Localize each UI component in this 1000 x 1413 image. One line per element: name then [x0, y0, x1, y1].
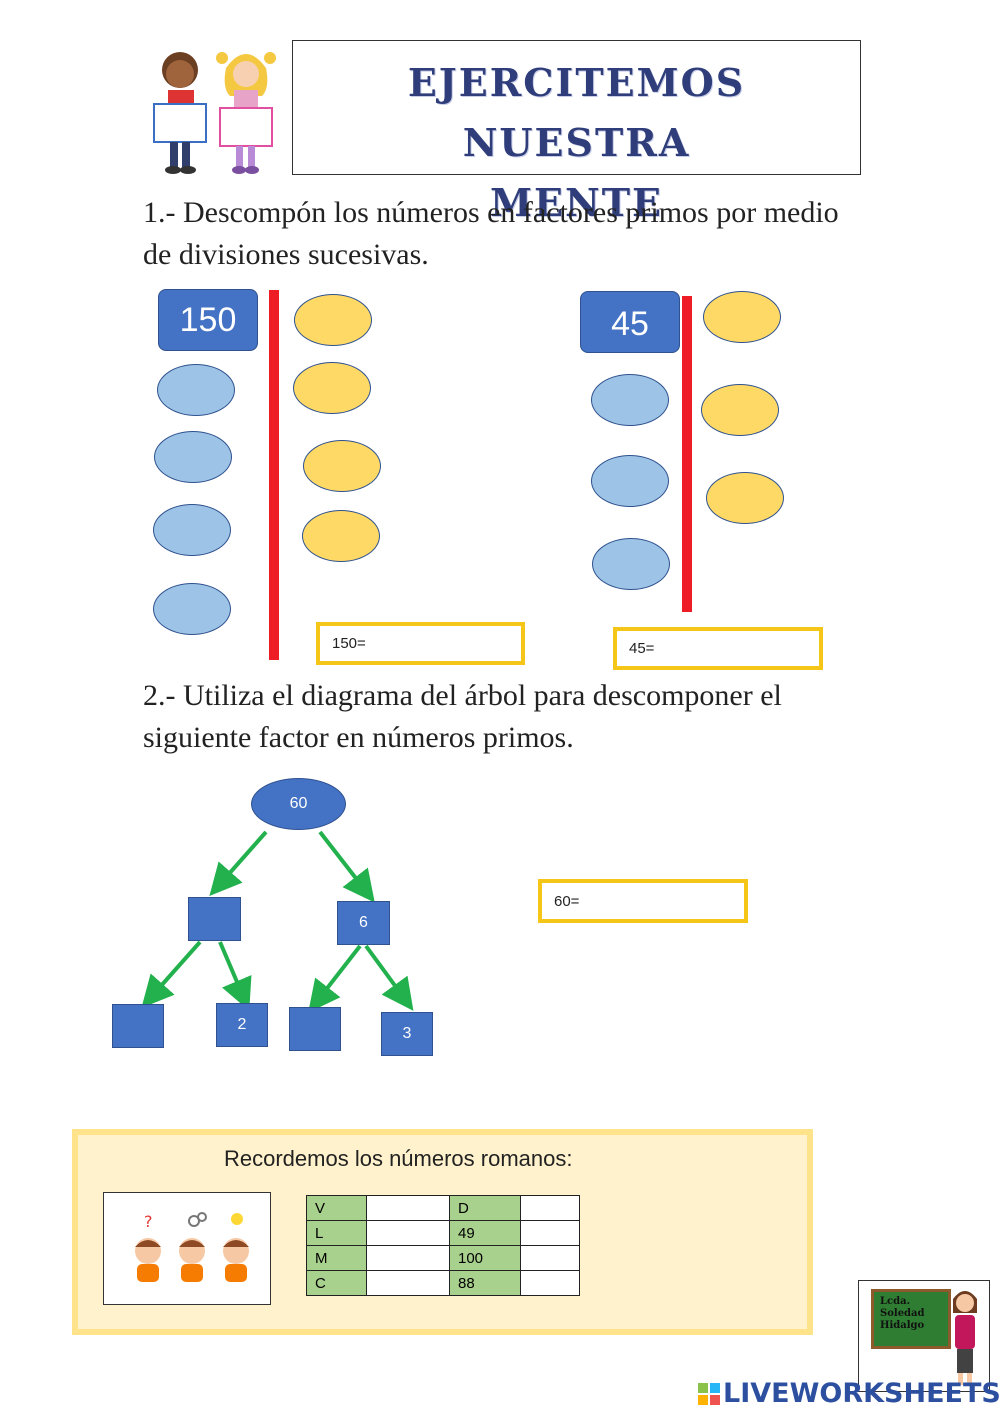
- tree-leaf-2: 2: [216, 1003, 268, 1047]
- answer-field-60[interactable]: 60=: [538, 879, 748, 923]
- chalkboard: Lcda. Soledad Hidalgo: [871, 1289, 951, 1349]
- table-row: M 100: [306, 1245, 580, 1271]
- answer-field-150[interactable]: 150=: [316, 622, 525, 665]
- table-cell: 88: [449, 1270, 521, 1296]
- tree-leaf-4: 3: [381, 1012, 433, 1056]
- badge-line-2: Soledad: [880, 1308, 925, 1319]
- answer-cell[interactable]: [366, 1270, 450, 1296]
- answer-cell[interactable]: [366, 1245, 450, 1271]
- table-cell: 49: [449, 1220, 521, 1246]
- tree-root-60: 60: [251, 778, 346, 830]
- liveworksheets-logo: LIVEWORKSHEETS: [698, 1378, 1000, 1409]
- table-cell: L: [306, 1220, 367, 1246]
- question-1-text: 1.- Descompón los números en factores pr…: [143, 192, 943, 276]
- answer-cell[interactable]: [366, 1220, 450, 1246]
- svg-text:?: ?: [144, 1212, 153, 1231]
- answer-label-45: 45=: [629, 640, 655, 657]
- question-1-line-1: 1.- Descompón los números en factores pr…: [143, 196, 839, 229]
- factor-tree-arrows: [141, 830, 414, 1013]
- teacher-figure-icon: [953, 1291, 977, 1385]
- number-150-box: 150: [158, 289, 258, 351]
- table-cell: D: [449, 1195, 521, 1221]
- divisor-oval-right-2[interactable]: [701, 384, 779, 436]
- answer-label-60: 60=: [554, 892, 580, 910]
- table-cell: V: [306, 1195, 367, 1221]
- page-title: EJERCITEMOS NUESTRA MENTE: [293, 53, 860, 233]
- badge-line-1: Lcda.: [880, 1296, 911, 1307]
- question-2-line-1: 2.- Utiliza el diagrama del árbol para d…: [143, 679, 782, 712]
- table-row: V D: [306, 1195, 580, 1221]
- answer-cell[interactable]: [520, 1270, 580, 1296]
- tree-node-right-6: 6: [337, 901, 390, 945]
- table-row: L 49: [306, 1220, 580, 1246]
- answer-cell[interactable]: [520, 1245, 580, 1271]
- answer-cell[interactable]: [520, 1195, 580, 1221]
- division-bar-left: [269, 290, 279, 660]
- tree-leaf-3[interactable]: [289, 1007, 341, 1051]
- teacher-badge: Lcda. Soledad Hidalgo: [858, 1280, 990, 1392]
- divisor-oval-left-1[interactable]: [294, 294, 372, 346]
- divisor-oval-right-3[interactable]: [706, 472, 784, 524]
- quotient-oval-left-4[interactable]: [153, 583, 231, 635]
- tree-node-left[interactable]: [188, 897, 241, 941]
- question-1-line-2: de divisiones sucesivas.: [143, 238, 429, 271]
- answer-field-45[interactable]: 45=: [613, 627, 823, 670]
- divisor-oval-left-4[interactable]: [302, 510, 380, 562]
- table-cell: 100: [449, 1245, 521, 1271]
- title-line-1: EJERCITEMOS NUESTRA: [407, 60, 746, 165]
- question-2-text: 2.- Utiliza el diagrama del árbol para d…: [143, 675, 943, 759]
- tree-leaf-1[interactable]: [112, 1004, 164, 1048]
- title-box: EJERCITEMOS NUESTRA MENTE: [292, 40, 861, 225]
- badge-line-3: Hidalgo: [880, 1320, 925, 1331]
- quotient-oval-left-1[interactable]: [157, 364, 235, 416]
- quotient-oval-right-1[interactable]: [591, 374, 669, 426]
- division-bar-right: [682, 296, 692, 612]
- number-45-box: 45: [580, 291, 680, 353]
- roman-table: V D L 49 M 100 C 88: [306, 1195, 580, 1296]
- quotient-oval-left-2[interactable]: [154, 431, 232, 483]
- tree-root-label: 60: [289, 795, 308, 812]
- title-line-2: MENTE: [489, 180, 663, 225]
- answer-cell[interactable]: [366, 1195, 450, 1221]
- question-2-line-2: siguiente factor en números primos.: [143, 721, 574, 754]
- tree-leaf-2-label: 2: [237, 1016, 247, 1033]
- table-cell: M: [306, 1245, 367, 1271]
- thinking-kids-image: ?: [103, 1192, 271, 1305]
- divisor-oval-left-3[interactable]: [303, 440, 381, 492]
- table-cell: C: [306, 1270, 367, 1296]
- divisor-oval-left-2[interactable]: [293, 362, 371, 414]
- answer-cell[interactable]: [520, 1220, 580, 1246]
- kids-illustration: [148, 42, 283, 177]
- liveworksheets-icon: [698, 1382, 720, 1405]
- quotient-oval-left-3[interactable]: [153, 504, 231, 556]
- tree-node-right-label: 6: [359, 914, 368, 931]
- tree-leaf-4-label: 3: [402, 1025, 412, 1042]
- answer-label-150: 150=: [332, 635, 366, 652]
- quotient-oval-right-2[interactable]: [591, 455, 669, 507]
- table-row: C 88: [306, 1270, 580, 1296]
- quotient-oval-right-3[interactable]: [592, 538, 670, 590]
- divisor-oval-right-1[interactable]: [703, 291, 781, 343]
- roman-title: Recordemos los números romanos:: [224, 1146, 573, 1171]
- brand-text: LIVEWORKSHEETS: [723, 1378, 1000, 1409]
